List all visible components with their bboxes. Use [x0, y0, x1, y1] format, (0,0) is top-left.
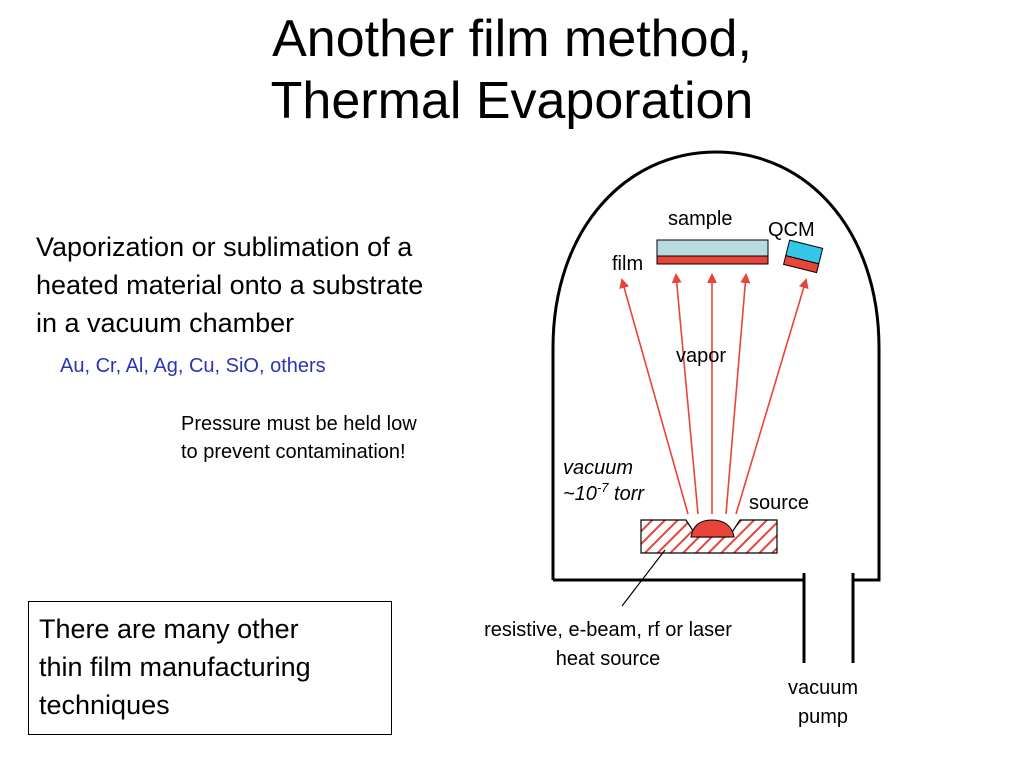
materials-list: Au, Cr, Al, Ag, Cu, SiO, others: [60, 355, 326, 377]
source-material: [690, 519, 735, 538]
pressure-prefix: ~10: [563, 483, 597, 505]
vapor-arrow-4: [725, 273, 751, 515]
sample-label: sample: [668, 208, 732, 230]
vapor-arrow-5: [735, 278, 809, 515]
qcm-label: QCM: [768, 219, 815, 241]
slide-title: Another film method, Thermal Evaporation: [0, 8, 1024, 132]
pressure-note: Pressure must be held low to prevent con…: [181, 410, 417, 466]
source-crucible: [640, 519, 778, 554]
pump-label-line-2: pump: [798, 706, 848, 728]
title-line-2: Thermal Evaporation: [270, 72, 754, 130]
heat-source-label-line-2: heat source: [556, 648, 661, 670]
film-label: film: [612, 253, 643, 275]
vacuum-label: vacuum: [563, 457, 633, 479]
pump-label-line-1: vacuum: [788, 677, 858, 699]
chamber-outline: [551, 150, 881, 582]
note-line-3: techniques: [39, 690, 170, 720]
pressure-exponent: -7: [597, 480, 609, 495]
heat-source-pointer: [621, 549, 666, 607]
pressure-value: ~10-7 torr: [563, 480, 645, 505]
description-line-3: in a vacuum chamber: [36, 308, 295, 338]
techniques-note-box: There are many other thin film manufactu…: [28, 601, 392, 735]
pressure-unit: torr: [609, 483, 646, 505]
qcm-film: [782, 255, 820, 274]
pressure-note-line-1: Pressure must be held low: [181, 413, 417, 435]
vapor-arrow-1: [619, 278, 689, 515]
film-layer: [656, 255, 769, 265]
sample-substrate: [656, 239, 769, 257]
description-line-1: Vaporization or sublimation of a: [36, 232, 413, 262]
qcm-sensor: [782, 239, 824, 274]
title-line-1: Another film method,: [272, 10, 752, 68]
vapor-label: vapor: [676, 345, 726, 367]
description-line-2: heated material onto a substrate: [36, 270, 424, 300]
vapor-arrows: [619, 273, 809, 515]
note-line-1: There are many other: [39, 614, 299, 644]
vapor-arrow-2: [671, 273, 699, 515]
heat-source-label-line-1: resistive, e-beam, rf or laser: [484, 619, 732, 641]
note-line-2: thin film manufacturing: [39, 652, 311, 682]
source-label: source: [749, 492, 809, 514]
pressure-note-line-2: to prevent contamination!: [181, 441, 406, 463]
description: Vaporization or sublimation of a heated …: [36, 228, 536, 342]
